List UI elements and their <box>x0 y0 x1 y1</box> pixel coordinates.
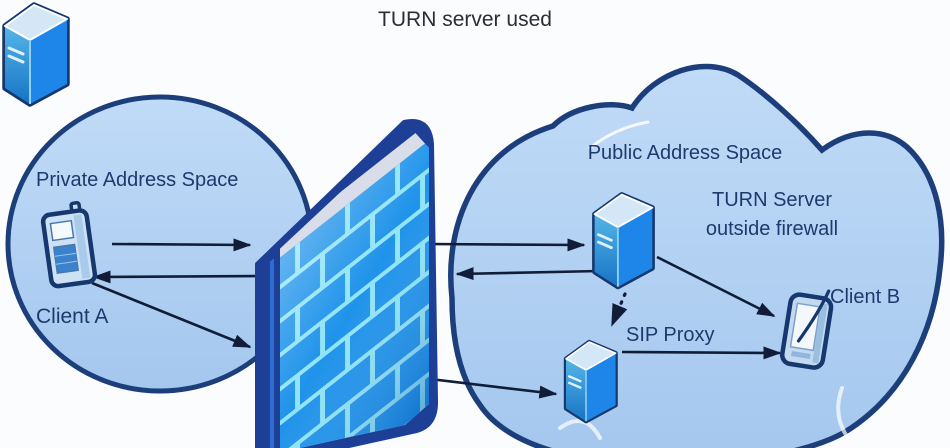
arrow-client-a-to-firewall-diagonal <box>91 281 252 349</box>
sip-proxy-label: SIP Proxy <box>626 324 715 346</box>
sip-proxy-server-icon <box>566 342 616 421</box>
diagram-title: TURN server used <box>378 8 552 31</box>
turn-server-label-line1: TURN Server <box>711 189 832 211</box>
client-a-label: Client A <box>36 305 109 328</box>
arrow-turn-server-to-firewall <box>455 267 601 281</box>
arrow-firewall-to-turn-server <box>426 238 586 252</box>
turn-server-label-line2: outside firewall <box>705 218 839 240</box>
client-b-pda-icon <box>779 289 834 370</box>
arrow-client-a-to-firewall <box>111 238 252 252</box>
turn-server-icon <box>595 195 653 287</box>
cloud-highlight <box>588 120 650 150</box>
turn-server-label: TURN Server outside firewall <box>676 186 868 244</box>
arrow-turn-server-to-client-b <box>656 255 776 318</box>
private-space-label: Private Address Space <box>36 169 239 191</box>
client-a-phone-icon <box>40 200 98 289</box>
client-b-label: Client B <box>830 286 901 308</box>
cloud-highlight <box>836 386 850 440</box>
firewall-brick-wall-icon <box>255 119 439 448</box>
arrow-firewall-to-sip-proxy <box>429 377 558 399</box>
arrow-turn-server-to-sip-proxy-dotted <box>610 292 628 327</box>
connection-arrows <box>91 238 782 399</box>
arrow-firewall-to-client-a <box>92 270 269 284</box>
arrow-sip-proxy-to-client-b <box>621 346 782 360</box>
public-space-label: Public Address Space <box>587 142 783 164</box>
